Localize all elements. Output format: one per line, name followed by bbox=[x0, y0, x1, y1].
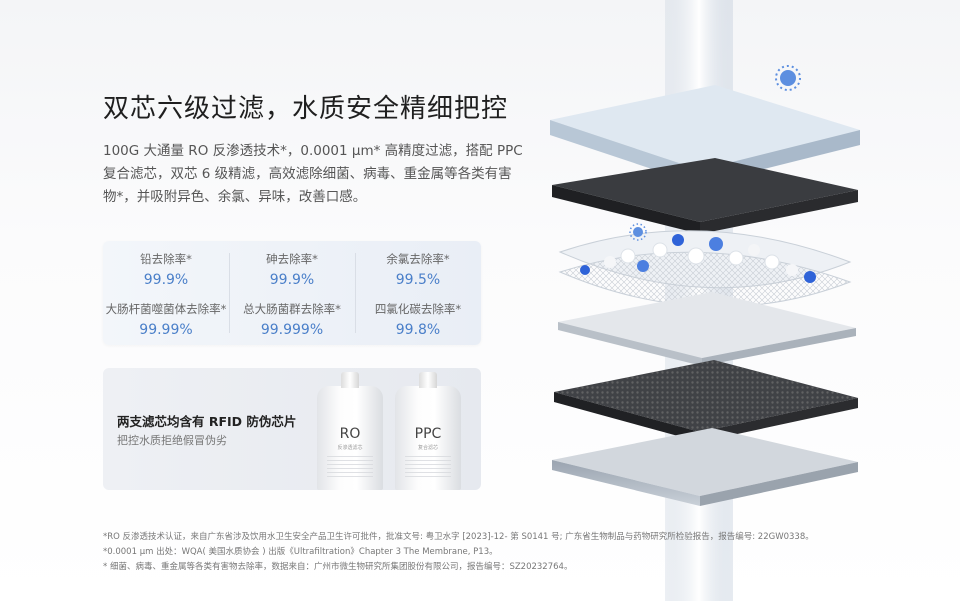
footnote-item: * 细菌、病毒、重金属等各类有害物去除率，数据来自：广州市微生物研究所集团股份有… bbox=[103, 562, 573, 572]
stat-lead: 铅去除率* 99.9% bbox=[103, 251, 229, 288]
stat-label: 大肠杆菌噬菌体去除率* bbox=[105, 302, 227, 316]
description-text: 100G 大通量 RO 反渗透技术*，0.0001 μm* 高精度过滤，搭配 P… bbox=[103, 143, 523, 205]
footnotes: *RO 反渗透技术认证，来自广东省涉及饮用水卫生安全产品卫生许可批件，批准文号:… bbox=[103, 530, 903, 575]
stat-value: 99.9% bbox=[143, 272, 189, 288]
virus-icon bbox=[775, 65, 801, 91]
bottle-name: RO bbox=[339, 426, 361, 442]
divider bbox=[355, 253, 356, 333]
bottle-subtitle: 反渗透滤芯 bbox=[337, 445, 363, 451]
rfid-title: 两支滤芯均含有 RFID 防伪芯片 bbox=[117, 414, 297, 429]
filter-layers-illustration bbox=[550, 0, 860, 601]
bottle-subtitle: 复合滤芯 bbox=[417, 445, 438, 451]
stat-label: 余氯去除率* bbox=[386, 252, 450, 266]
ro-filter-bottle: RO 反渗透滤芯 bbox=[317, 372, 383, 490]
bottle-cap bbox=[341, 372, 359, 388]
bottle-fine-print bbox=[405, 456, 451, 478]
footnote-item: *0.0001 μm 出处：WQA( 美国水质协会 ) 出版《Ultrafilt… bbox=[103, 547, 498, 557]
page-title: 双芯六级过滤，水质安全精细把控 bbox=[103, 94, 509, 124]
stat-label: 四氯化碳去除率* bbox=[374, 302, 462, 316]
stat-value: 99.999% bbox=[260, 322, 324, 338]
layer-mesh bbox=[558, 292, 856, 366]
rfid-panel: 两支滤芯均含有 RFID 防伪芯片 把控水质拒绝假冒伪劣 RO 反渗透滤芯 PP… bbox=[103, 368, 481, 490]
stat-arsenic: 砷去除率* 99.9% bbox=[229, 251, 355, 288]
stat-value: 99.5% bbox=[395, 272, 441, 288]
stat-value: 99.9% bbox=[269, 272, 315, 288]
bottle-fine-print bbox=[327, 456, 373, 478]
stat-value: 99.8% bbox=[395, 322, 441, 338]
bottle-name: PPC bbox=[414, 426, 442, 442]
stat-label: 砷去除率* bbox=[266, 252, 318, 266]
footnote-item: *RO 反渗透技术认证，来自广东省涉及饮用水卫生安全产品卫生许可批件，批准文号:… bbox=[103, 532, 814, 542]
divider bbox=[229, 253, 230, 333]
stat-phage: 大肠杆菌噬菌体去除率* 99.99% bbox=[103, 301, 229, 338]
virus-icon bbox=[629, 223, 647, 241]
particle-cluster bbox=[580, 234, 816, 283]
stat-chlorine: 余氯去除率* 99.5% bbox=[355, 251, 481, 288]
layer-dark-mesh bbox=[554, 360, 858, 442]
stat-value: 99.99% bbox=[139, 322, 193, 338]
stat-label: 总大肠菌群去除率* bbox=[243, 302, 341, 316]
bottle-cap bbox=[419, 372, 437, 388]
ppc-filter-bottle: PPC 复合滤芯 bbox=[395, 372, 461, 490]
layer-ro-membrane bbox=[558, 230, 852, 308]
layer-carbon bbox=[552, 158, 858, 234]
removal-rate-panel: 铅去除率* 99.9% 砷去除率* 99.9% 余氯去除率* 99.5% 大肠杆… bbox=[103, 241, 481, 345]
stat-ccl4: 四氯化碳去除率* 99.8% bbox=[355, 301, 481, 338]
stat-coliform: 总大肠菌群去除率* 99.999% bbox=[229, 301, 355, 338]
stat-label: 铅去除率* bbox=[140, 252, 192, 266]
rfid-subtitle: 把控水质拒绝假冒伪劣 bbox=[117, 434, 227, 447]
layer-base bbox=[552, 428, 858, 506]
